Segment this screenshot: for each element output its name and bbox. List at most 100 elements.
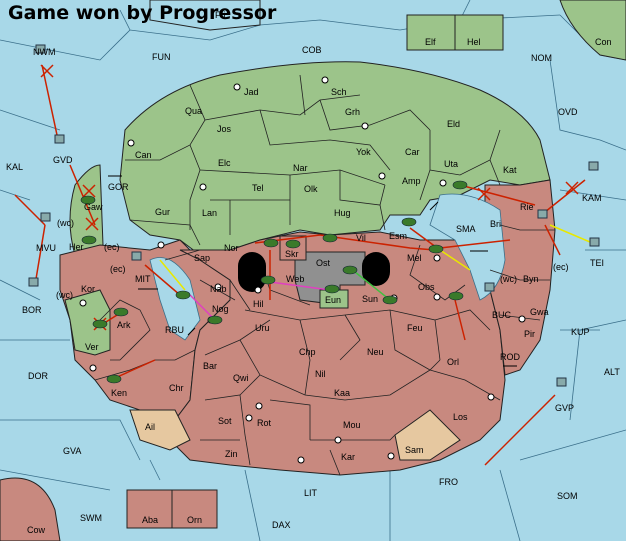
label-nom: NOM	[531, 53, 552, 63]
region-ail	[129, 409, 191, 451]
label-ec3: (ec)	[553, 262, 569, 272]
region-orn	[171, 489, 218, 529]
label-kup: KUP	[571, 327, 590, 337]
label-gwa: Gwa	[530, 307, 549, 317]
label-hel: Hel	[467, 37, 481, 47]
label-sap: Sap	[194, 253, 210, 263]
label-ark: Ark	[117, 320, 131, 330]
label-sot: Sot	[218, 416, 232, 426]
label-sch: Sch	[331, 87, 347, 97]
region-con	[559, 0, 626, 61]
label-dor: DOR	[28, 371, 49, 381]
label-kor: Kor	[81, 284, 95, 294]
label-mit: MIT	[135, 274, 151, 284]
label-car: Car	[405, 147, 420, 157]
label-nwm: NWM	[33, 47, 56, 57]
region-ver	[64, 289, 111, 356]
rbu-sea	[149, 257, 201, 341]
label-swm: SWM	[80, 513, 102, 523]
sma-sea	[429, 193, 506, 301]
region-north-continent	[119, 61, 551, 256]
label-neu: Neu	[367, 347, 384, 357]
label-nog: Nog	[212, 304, 229, 314]
label-gur: Gur	[155, 207, 170, 217]
label-kaa: Kaa	[334, 388, 350, 398]
label-gaw: Gaw	[84, 202, 103, 212]
label-rie: Rie	[520, 202, 534, 212]
order-arrows	[14, 64, 591, 466]
label-dax: DAX	[272, 520, 291, 530]
label-eld: Eld	[447, 119, 460, 129]
label-kat: Kat	[503, 165, 517, 175]
label-qua: Qua	[185, 106, 202, 116]
label-cow: Cow	[27, 525, 46, 535]
label-ec2: (ec)	[110, 264, 126, 274]
label-obs: Obs	[418, 282, 435, 292]
label-chr: Chr	[169, 383, 184, 393]
tunnel-east	[362, 252, 390, 286]
label-kal: KAL	[6, 162, 23, 172]
label-elc: Elc	[218, 158, 231, 168]
label-uru: Uru	[255, 323, 270, 333]
label-bor: BOR	[22, 305, 42, 315]
label-web: Web	[286, 274, 304, 284]
label-bri: Bri	[490, 219, 501, 229]
label-rot: Rot	[257, 418, 272, 428]
connector-arrows	[108, 175, 517, 367]
label-eun: Eun	[325, 295, 341, 305]
label-ost: Ost	[316, 258, 331, 268]
label-gva: GVA	[63, 446, 81, 456]
label-hil: Hil	[253, 299, 264, 309]
label-ec1: (ec)	[104, 242, 120, 252]
label-fun: FUN	[152, 52, 171, 62]
red-borders	[94, 224, 555, 476]
label-kar: Kar	[341, 452, 355, 462]
label-hug: Hug	[334, 208, 351, 218]
label-con: Con	[595, 37, 612, 47]
label-ovd: OVD	[558, 107, 578, 117]
label-ken: Ken	[111, 388, 127, 398]
page-title: Game won by Progressor	[8, 2, 277, 24]
label-byn: Byn	[523, 274, 539, 284]
label-yok: Yok	[356, 147, 371, 157]
label-pir: Pir	[524, 329, 535, 339]
region-cow	[0, 477, 61, 541]
label-vil: Vil	[356, 233, 366, 243]
label-cob: COB	[302, 45, 322, 55]
label-rbu: RBU	[165, 325, 184, 335]
label-gvp: GVP	[555, 403, 574, 413]
label-wc3: (wc)	[500, 274, 517, 284]
label-lit: LIT	[304, 488, 318, 498]
label-aba: Aba	[142, 515, 158, 525]
label-som: SOM	[557, 491, 578, 501]
label-esm: Esm	[389, 231, 407, 241]
label-kam: KAM	[582, 193, 602, 203]
label-orl: Orl	[447, 357, 459, 367]
army-units	[80, 180, 468, 384]
region-aba	[126, 489, 173, 529]
label-fro: FRO	[439, 477, 458, 487]
label-fri: Fri	[215, 10, 226, 20]
label-alt: ALT	[604, 367, 620, 377]
map-labels: Fri NWM FUN COB Elf Hel Con NOM OVD KAL …	[6, 10, 620, 535]
label-buc: BUC	[492, 310, 512, 320]
label-sam: Sam	[405, 445, 424, 455]
label-skr: Skr	[285, 249, 299, 259]
label-los: Los	[453, 412, 468, 422]
label-nab: Nab	[210, 284, 227, 294]
label-qwi: Qwi	[233, 373, 249, 383]
label-jos: Jos	[217, 124, 232, 134]
region-south-continent	[169, 231, 506, 476]
label-her: Her	[69, 242, 84, 252]
label-olk: Olk	[304, 184, 318, 194]
label-bar: Bar	[203, 361, 217, 371]
label-feu: Feu	[407, 323, 423, 333]
region-hel	[454, 14, 504, 51]
label-gvd: GVD	[53, 155, 73, 165]
label-mel: Mel	[407, 253, 422, 263]
label-zin: Zin	[225, 449, 238, 459]
fleet-units	[28, 44, 600, 387]
label-ver: Ver	[85, 342, 99, 352]
label-tel: Tel	[252, 183, 264, 193]
